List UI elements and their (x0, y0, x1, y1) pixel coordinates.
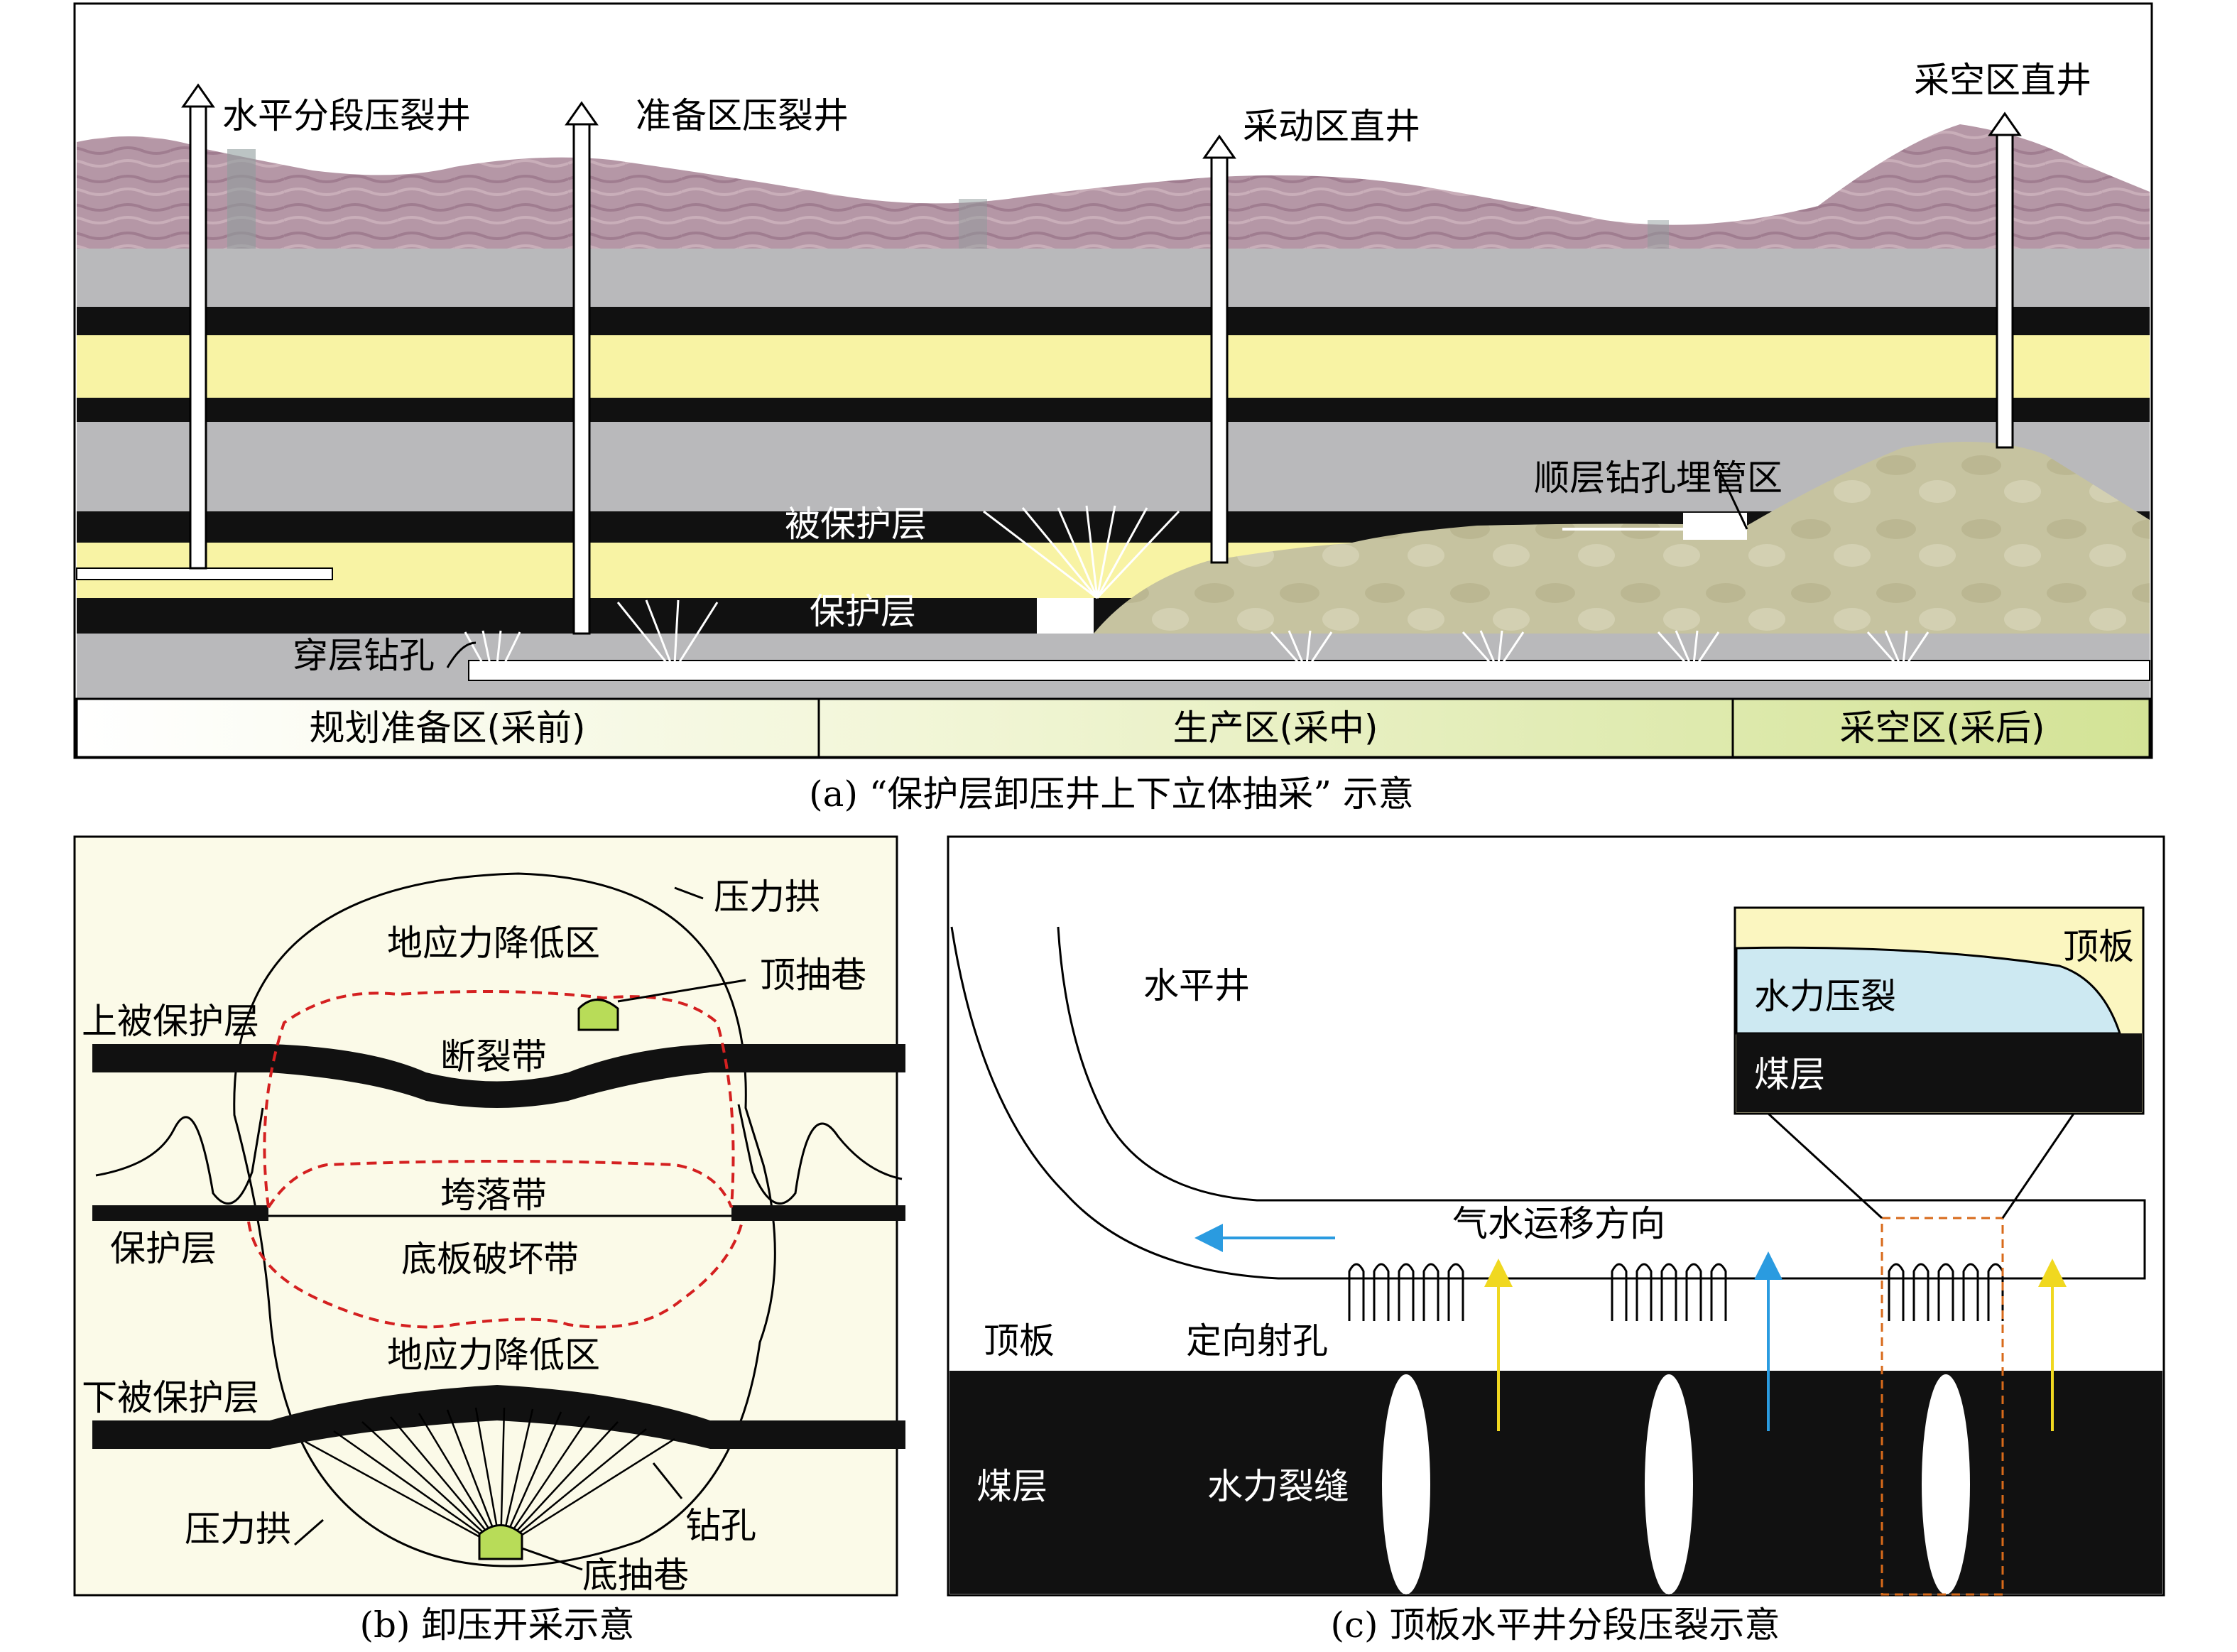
arch-bottom-leader (294, 1518, 324, 1546)
panel-b: 压力拱 地应力降低区 顶抽巷 上被保护层 断裂带 垮落带 保护层 底板破坏带 地… (73, 835, 905, 1646)
protective-layer-void (1037, 598, 1094, 634)
bottom-roadway-leader (521, 1547, 583, 1571)
label-roof-c: 顶板 (984, 1320, 1055, 1362)
arrow-up-icon (181, 83, 215, 108)
arrow-up-icon (1202, 134, 1236, 159)
well-horizontal-segmented (181, 83, 215, 570)
label-pressure-arch-bottom: 压力拱 (185, 1509, 291, 1550)
bottom-roadway-shape (478, 1524, 523, 1560)
label-borehole: 钻孔 (685, 1505, 756, 1546)
horizontal-well-leg (76, 567, 333, 580)
cross-borehole-leader (446, 641, 477, 668)
bottom-fan-boreholes (305, 1407, 675, 1550)
rock-fault-2 (959, 199, 987, 249)
coal-seam-2 (77, 398, 2150, 422)
label-floor-damage: 底板破坏带 (401, 1239, 579, 1280)
label-stress-reduced-lower: 地应力降低区 (387, 1335, 600, 1376)
panel-a: 水平分段压裂井 准备区压裂井 采动区直井 采空区直井 被保护层 保护层 穿层钻孔… (73, 2, 2153, 815)
top-roadway-shape (577, 999, 619, 1031)
inset-fracture-fluid (1735, 946, 2122, 1035)
sandstone-1 (77, 335, 2150, 398)
highlight-box (1881, 1217, 2004, 1596)
hydraulic-fracture-2 (1645, 1374, 1693, 1594)
surface-rock-layer (77, 124, 2150, 249)
hydraulic-fracture-3 (1922, 1374, 1970, 1594)
perforation-combs (1348, 1263, 2004, 1321)
coal-seam-c (949, 1371, 2162, 1594)
coal-seam-1 (77, 307, 2150, 335)
protective-layer-right (731, 1205, 905, 1221)
label-fracture-zone: 断裂带 (440, 1036, 547, 1077)
well-mining-zone (1202, 134, 1236, 564)
hydraulic-fracture-1 (1382, 1374, 1430, 1594)
stress-curve (95, 1104, 903, 1205)
arch-top-leader (674, 886, 704, 900)
inset-label-hydraulic-fracturing: 水力压裂 (1754, 976, 1896, 1017)
bottom-horizontal-borehole (468, 660, 2150, 681)
rock-fault-3 (1648, 220, 1669, 249)
horizontal-well-path (950, 926, 2146, 1280)
label-cross-layer-borehole: 穿层钻孔 (293, 635, 435, 676)
protective-layer-left (92, 1205, 268, 1221)
label-coal-seam-c: 煤层 (976, 1466, 1047, 1507)
inset-label-coal: 煤层 (1754, 1054, 1825, 1095)
label-bedding-zone: 顺层钻孔埋管区 (1534, 457, 1782, 499)
well-prep-zone (565, 101, 599, 635)
label-top-roadway: 顶抽巷 (760, 955, 866, 996)
fan-boreholes (464, 505, 1930, 665)
caving-zone-boundary (267, 1160, 733, 1209)
zone-bar (75, 697, 2151, 759)
inset-connector-right (2001, 1113, 2075, 1219)
label-lower-protected: 下被保护层 (82, 1377, 259, 1418)
label-gas-water-direction: 气水运移方向 (1452, 1203, 1665, 1244)
label-hydraulic-fracture: 水力裂缝 (1207, 1466, 1349, 1507)
label-horizontal-well-c: 水平井 (1143, 965, 1250, 1006)
well-goaf (1988, 112, 2022, 449)
bedding-pipe-leader (1717, 468, 1748, 530)
label-bottom-roadway: 底抽巷 (582, 1555, 689, 1596)
caption-a: (a) “保护层卸压井上下立体抽采” 示意 (809, 773, 1414, 815)
label-goaf-well: 采空区直井 (1914, 60, 2091, 101)
arrow-up-icon (1988, 112, 2022, 136)
label-upper-protected: 上被保护层 (82, 1001, 259, 1042)
pressure-arch-outline (233, 872, 776, 1567)
zone-label-during: 生产区(采中) (1172, 707, 1378, 749)
upper-protected-layer (92, 1044, 905, 1108)
zone-label-pre: 规划准备区(采前) (309, 707, 585, 749)
fracture-zone-boundary (263, 990, 735, 1208)
rock-fault-1 (227, 149, 256, 249)
lower-protected-layer (92, 1385, 905, 1449)
inset-connector-left (1767, 1112, 1883, 1219)
label-stress-reduced-upper: 地应力降低区 (387, 923, 600, 964)
goaf-mound (1094, 442, 2150, 634)
label-mining-well: 采动区直井 (1243, 106, 1420, 147)
caption-b: (b) 卸压开采示意 (360, 1604, 635, 1646)
label-pressure-arch-top: 压力拱 (714, 876, 820, 918)
label-caving-zone: 垮落带 (440, 1175, 547, 1216)
borehole-leader (652, 1462, 683, 1499)
label-protective-layer-b: 保护层 (110, 1228, 217, 1269)
gray-stratum-1 (77, 249, 2150, 307)
inset-label-roof: 顶板 (2063, 926, 2134, 967)
top-roadway-leader (617, 979, 746, 1003)
zone-label-post: 采空区(采后) (1839, 707, 2045, 749)
floor-damage-boundary (247, 1221, 744, 1329)
inset-coal (1736, 1033, 2142, 1112)
label-prep-well: 准备区压裂井 (636, 95, 849, 136)
bedding-pipe-void (1683, 513, 1747, 540)
arrow-up-icon (565, 101, 599, 126)
label-horizontal-well: 水平分段压裂井 (222, 95, 471, 136)
panel-c: 顶板 水力压裂 煤层 水平井 气水运移方向 顶板 定向射孔 煤层 水力裂缝 (c… (947, 835, 2165, 1646)
label-directional-perforation: 定向射孔 (1186, 1320, 1328, 1362)
label-protected-layer: 被保护层 (785, 504, 927, 545)
label-protective-layer: 保护层 (810, 591, 916, 632)
inset-detail: 顶板 水力压裂 煤层 (1733, 906, 2145, 1115)
caption-c: (c) 顶板水平井分段压裂示意 (1331, 1604, 1780, 1646)
